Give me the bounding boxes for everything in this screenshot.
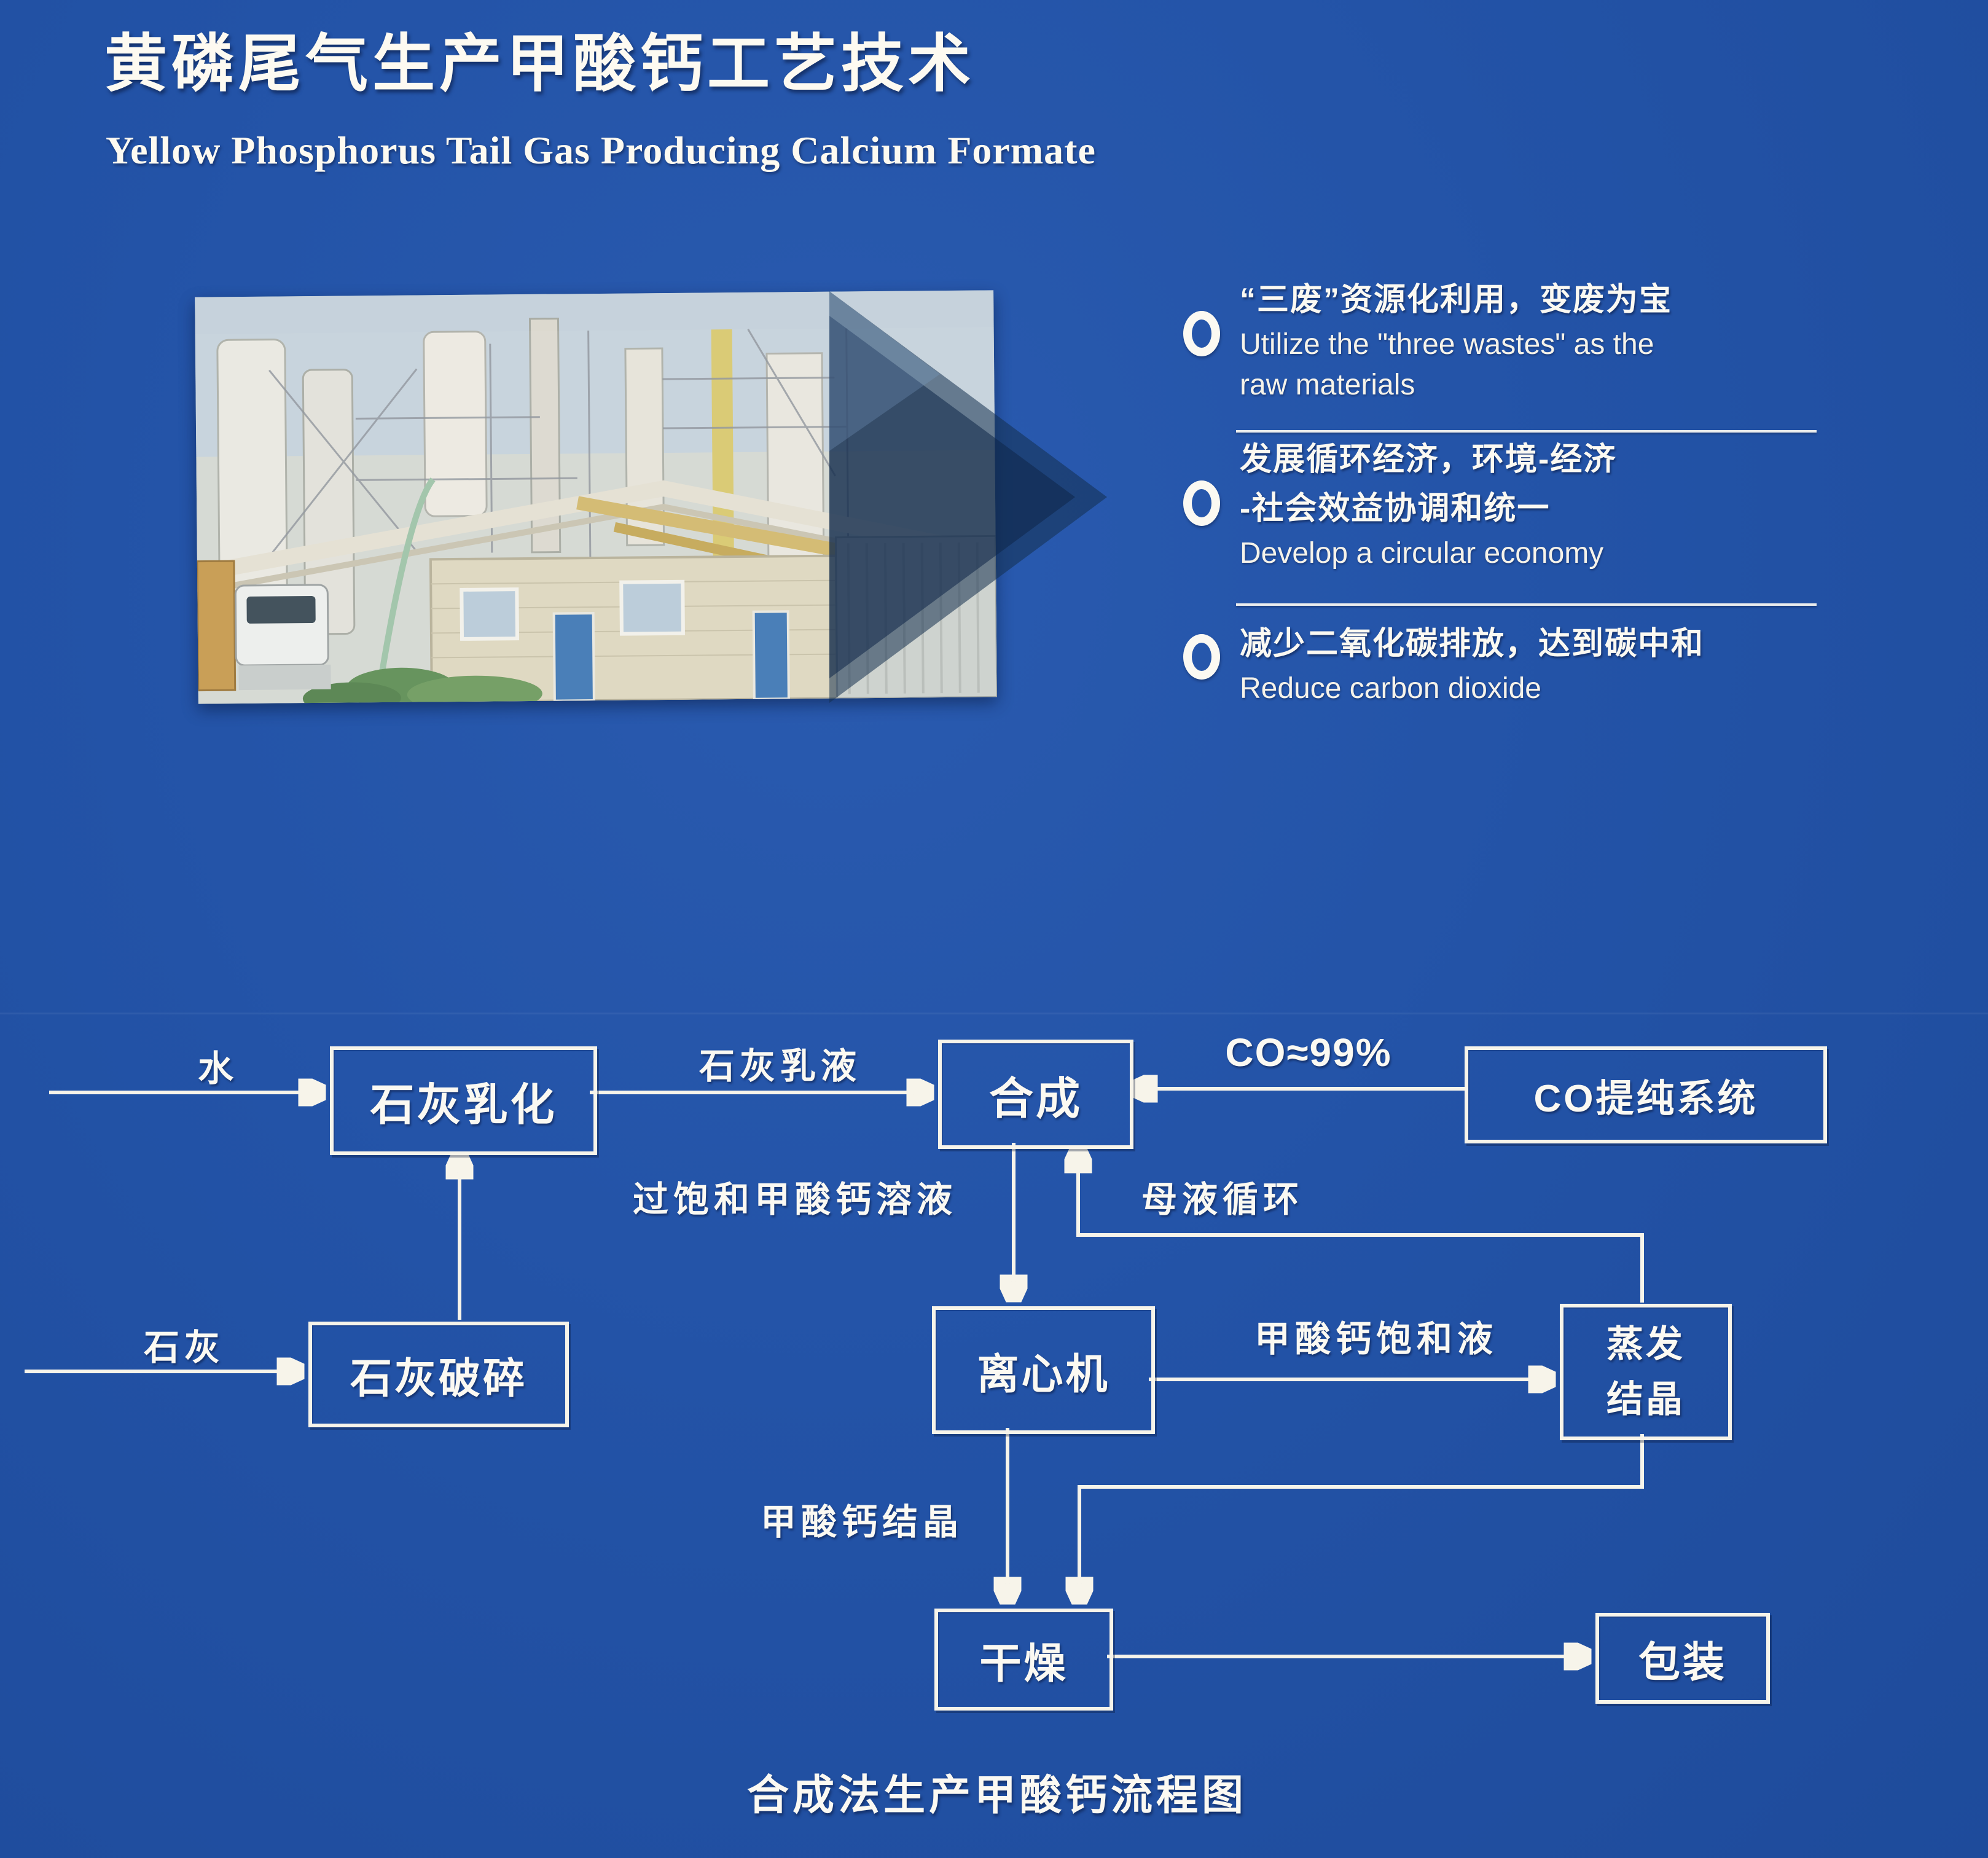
highlight-3-en: Reduce carbon dioxide <box>1240 672 1541 705</box>
flow-box-label: 离心机 <box>977 1350 1110 1398</box>
flow-box-label-line1: 蒸发 <box>1606 1323 1685 1365</box>
flow-box-co-purification: CO提纯系统 <box>1465 1046 1827 1143</box>
flow-label-co-purity: CO≈99% <box>1225 1030 1392 1075</box>
chevron-right-graphic <box>829 291 1107 703</box>
flowchart-caption: 合成法生产甲酸钙流程图 <box>746 1772 1247 1819</box>
flow-label-saturated-solution: 甲酸钙饱和液 <box>1254 1319 1498 1359</box>
flow-box-label: 干燥 <box>979 1640 1068 1687</box>
highlight-divider <box>1236 430 1817 433</box>
flow-label-lime: 石灰 <box>143 1328 225 1368</box>
highlight-2-zh-line2: -社会效益协调和统一 <box>1240 491 1551 527</box>
highlight-1-zh: “三废”资源化利用，变废为宝 <box>1240 282 1673 318</box>
highlight-1-en-line1: Utilize the "three wastes" as the <box>1240 328 1654 361</box>
highlight-divider <box>1236 603 1817 606</box>
flow-label-supersaturated-solution: 过饱和甲酸钙溶液 <box>633 1180 958 1220</box>
connector-evaporation-to-drying <box>1079 1434 1644 1600</box>
flow-box-label: CO提纯系统 <box>1533 1078 1758 1120</box>
flow-box-centrifuge: 离心机 <box>932 1306 1155 1434</box>
flow-label-mother-liquor-cycle: 母液循环 <box>1141 1180 1304 1220</box>
flow-box-lime-crushing: 石灰破碎 <box>308 1322 569 1427</box>
flow-box-label: 石灰破碎 <box>350 1355 527 1402</box>
highlight-item-3: 减少二氧化碳排放，达到碳中和 Reduce carbon dioxide <box>1240 619 1704 709</box>
flow-box-label: 石灰乳化 <box>370 1081 557 1130</box>
factory-photo <box>195 290 997 704</box>
highlight-3-zh: 减少二氧化碳排放，达到碳中和 <box>1240 626 1705 662</box>
highlight-2-zh-line1: 发展循环经济，环境-经济 <box>1240 442 1617 477</box>
flow-box-label: 合成 <box>988 1074 1082 1124</box>
flow-box-label-line2: 结晶 <box>1606 1379 1685 1420</box>
factory-photo-graphic <box>195 290 997 704</box>
poster-crease <box>0 1013 1988 1014</box>
flow-box-evaporation-crystallization: 蒸发 结晶 <box>1560 1304 1732 1440</box>
flow-label-lime-milk: 石灰乳液 <box>699 1046 861 1086</box>
highlight-item-2: 发展循环经济，环境-经济 -社会效益协调和统一 Develop a circul… <box>1240 435 1616 574</box>
flow-box-packaging: 包装 <box>1595 1613 1770 1704</box>
highlight-1-en-line2: raw materials <box>1240 369 1415 401</box>
bullet-ring-icon <box>1183 311 1220 356</box>
flow-label-water: 水 <box>197 1049 238 1089</box>
flow-box-drying: 干燥 <box>934 1609 1113 1711</box>
highlight-item-1: “三废”资源化利用，变废为宝 Utilize the "three wastes… <box>1240 275 1672 406</box>
page-title-chinese: 黄磷尾气生产甲酸钙工艺技术 <box>104 30 975 100</box>
bullet-ring-icon <box>1183 480 1220 526</box>
highlight-2-en: Develop a circular economy <box>1240 537 1604 570</box>
flow-box-synthesis: 合成 <box>938 1040 1133 1149</box>
page-title-english: Yellow Phosphorus Tail Gas Producing Cal… <box>106 128 1096 172</box>
bullet-ring-icon <box>1183 634 1220 680</box>
flow-label-formate-crystals: 甲酸钙结晶 <box>761 1502 964 1542</box>
flow-box-label: 包装 <box>1638 1639 1727 1686</box>
flow-box-lime-emulsification: 石灰乳化 <box>330 1046 597 1155</box>
